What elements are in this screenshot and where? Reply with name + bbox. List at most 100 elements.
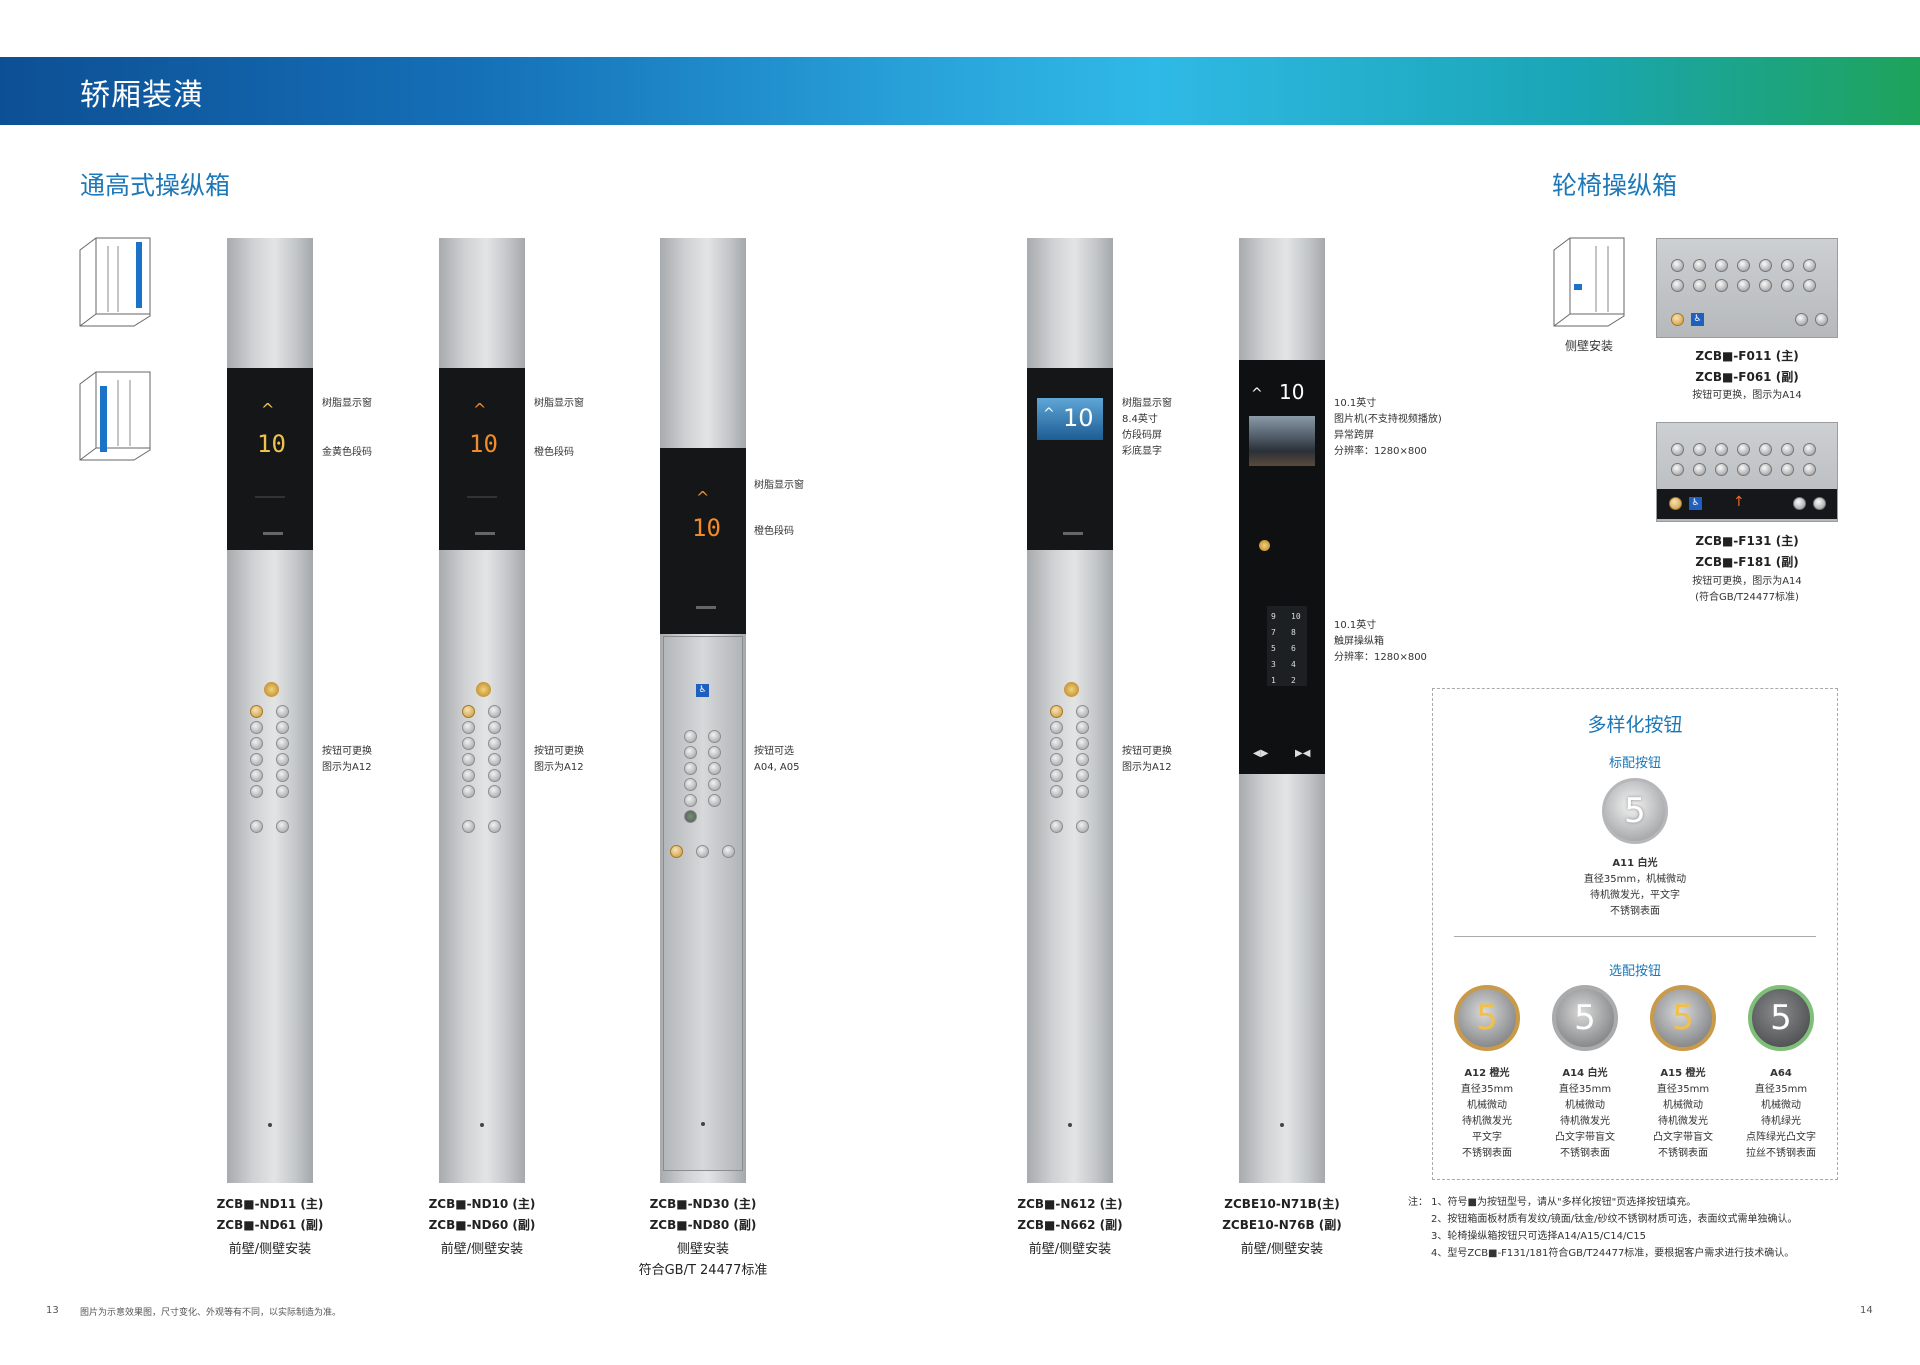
- mount-type: 前壁/侧壁安装: [1028, 1242, 1112, 1257]
- keypad-key[interactable]: 8: [1291, 628, 1296, 637]
- floor-button[interactable]: [1076, 769, 1089, 782]
- floor-button[interactable]: [684, 762, 697, 775]
- floor-button[interactable]: [276, 737, 289, 750]
- floor-button[interactable]: [684, 746, 697, 759]
- optional-button-title: 选配按钮: [1608, 964, 1661, 979]
- optional-button-spec: 直径35mm: [1558, 1084, 1612, 1095]
- wheelchair-icon: ♿: [1689, 497, 1702, 510]
- section-title-right: 轮椅操纵箱: [1552, 171, 1678, 200]
- annotation-display-line4: 分辨率：1280×800: [1334, 446, 1427, 457]
- floor-button[interactable]: [488, 753, 501, 766]
- floor-button[interactable]: [250, 769, 263, 782]
- keypad-key[interactable]: 6: [1291, 644, 1296, 653]
- keypad-key[interactable]: 9: [1271, 612, 1276, 621]
- model-main: ZCB■-F011 (主): [1695, 349, 1799, 363]
- door-close-button[interactable]: [1813, 497, 1826, 510]
- annotation-button-line1: 按钮可更换: [1122, 746, 1172, 757]
- floor-button[interactable]: [684, 810, 697, 823]
- floor-button[interactable]: [708, 730, 721, 743]
- display-window: ^ 10: [660, 448, 746, 634]
- floor-button[interactable]: [1050, 753, 1063, 766]
- door-open-button[interactable]: [250, 820, 263, 833]
- alarm-button[interactable]: [670, 845, 683, 858]
- door-open-button[interactable]: [1050, 820, 1063, 833]
- floor-button[interactable]: [1076, 753, 1089, 766]
- floor-button[interactable]: [488, 769, 501, 782]
- optional-button-spec: 机械微动: [1761, 1100, 1801, 1111]
- floor-button[interactable]: [462, 705, 475, 718]
- model-main: ZCB■-ND30 (主): [649, 1197, 757, 1211]
- door-close-button[interactable]: [722, 845, 735, 858]
- floor-button[interactable]: [250, 785, 263, 798]
- door-close-button[interactable]: [276, 820, 289, 833]
- image-display[interactable]: [1249, 416, 1315, 466]
- optional-button-spec: 凸文字带盲文: [1555, 1132, 1615, 1143]
- standard-button-spec: 待机微发光，平文字: [1590, 890, 1680, 901]
- floor-button[interactable]: [276, 721, 289, 734]
- floor-button[interactable]: [1076, 705, 1089, 718]
- door-open-button[interactable]: [1793, 497, 1806, 510]
- up-arrow-icon: ^: [473, 400, 487, 419]
- floor-button[interactable]: [276, 753, 289, 766]
- keypad-key[interactable]: 4: [1291, 660, 1296, 669]
- floor-button[interactable]: [250, 721, 263, 734]
- alarm-button[interactable]: [1671, 313, 1684, 326]
- optional-button-spec: 直径35mm: [1656, 1084, 1710, 1095]
- keypad-key[interactable]: 5: [1271, 644, 1276, 653]
- floor-button[interactable]: [1050, 737, 1063, 750]
- door-open-icon[interactable]: ◀▶: [1253, 748, 1269, 759]
- door-close-button[interactable]: [1076, 820, 1089, 833]
- floor-button[interactable]: [462, 769, 475, 782]
- floor-button[interactable]: [488, 785, 501, 798]
- floor-button[interactable]: [1050, 721, 1063, 734]
- keypad-key[interactable]: 7: [1271, 628, 1276, 637]
- floor-button[interactable]: [462, 785, 475, 798]
- floor-button[interactable]: [488, 737, 501, 750]
- floor-button[interactable]: [250, 737, 263, 750]
- floor-button[interactable]: [708, 762, 721, 775]
- floor-button[interactable]: [462, 737, 475, 750]
- floor-button[interactable]: [276, 785, 289, 798]
- floor-button[interactable]: [488, 705, 501, 718]
- floor-button[interactable]: [1076, 737, 1089, 750]
- annotation-display-line2: 橙色段码: [754, 526, 794, 537]
- mount-type: 前壁/侧壁安装: [440, 1242, 524, 1257]
- floor-button[interactable]: [276, 705, 289, 718]
- door-close-button[interactable]: [488, 820, 501, 833]
- floor-button[interactable]: [1076, 721, 1089, 734]
- door-close-button[interactable]: [1815, 313, 1828, 326]
- optional-button-spec: 凸文字带盲文: [1653, 1132, 1713, 1143]
- note-line: 4、型号ZCB■-F131/181符合GB/T24477标准，要根据客户需求进行…: [1431, 1248, 1795, 1259]
- floor-button[interactable]: [462, 721, 475, 734]
- floor-button[interactable]: [488, 721, 501, 734]
- floor-button[interactable]: [1050, 785, 1063, 798]
- optional-button-label: A64: [1770, 1068, 1792, 1079]
- keypad-key[interactable]: 10: [1291, 612, 1301, 621]
- door-open-button[interactable]: [1795, 313, 1808, 326]
- floor-button[interactable]: [276, 769, 289, 782]
- floor-button[interactable]: [1076, 785, 1089, 798]
- model-main: ZCBE10-N71B(主): [1224, 1197, 1340, 1211]
- keypad-key[interactable]: 3: [1271, 660, 1276, 669]
- display-window: ^ 10: [439, 368, 525, 550]
- floor-button[interactable]: [684, 730, 697, 743]
- floor-button[interactable]: [250, 705, 263, 718]
- keypad-key[interactable]: 2: [1291, 676, 1296, 685]
- floor-button[interactable]: [250, 753, 263, 766]
- floor-button[interactable]: [708, 778, 721, 791]
- alarm-button[interactable]: [1669, 497, 1682, 510]
- floor-button[interactable]: [1050, 769, 1063, 782]
- floor-button[interactable]: [708, 794, 721, 807]
- front-mount-diagram-icon: [79, 237, 151, 327]
- floor-button[interactable]: [708, 746, 721, 759]
- floor-button[interactable]: [684, 794, 697, 807]
- floor-button[interactable]: [462, 753, 475, 766]
- mount-type: 前壁/侧壁安装: [1240, 1242, 1324, 1257]
- door-close-icon[interactable]: ▶◀: [1295, 748, 1311, 759]
- door-open-button[interactable]: [696, 845, 709, 858]
- door-open-button[interactable]: [462, 820, 475, 833]
- floor-digits: 10: [1063, 404, 1094, 432]
- floor-button[interactable]: [684, 778, 697, 791]
- floor-button[interactable]: [1050, 705, 1063, 718]
- keypad-key[interactable]: 1: [1271, 676, 1276, 685]
